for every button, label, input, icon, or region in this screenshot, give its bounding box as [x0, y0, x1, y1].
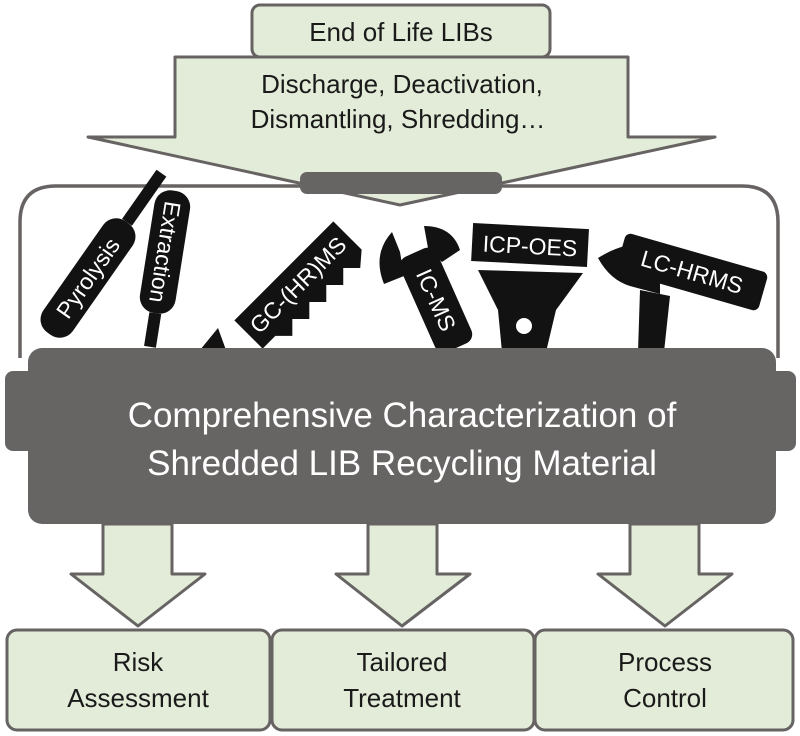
pre-processing-line-1: Discharge, Deactivation, [261, 69, 543, 99]
outcome-treatment-line-1: Tailored [356, 647, 447, 677]
lc-hrms-tool-icon: LC-HRMS [598, 233, 768, 352]
pyrolysis-label: Pyrolysis [51, 233, 125, 323]
arrow-risk-icon [69, 522, 207, 628]
pre-processing-line-2: Dismantling, Shredding… [251, 104, 546, 134]
arrow-process-icon [596, 522, 734, 628]
end-of-life-box: End of Life LIBs [250, 3, 552, 59]
outcome-risk-line-2: Assessment [67, 683, 209, 713]
icp-oes-tool-icon: ICP-OES [471, 222, 589, 352]
outcome-process-line-2: Control [623, 683, 707, 713]
end-of-life-label: End of Life LIBs [309, 17, 493, 47]
outcome-risk-line-1: Risk [113, 647, 165, 677]
toolbox [18, 172, 780, 358]
band-line-2: Shredded LIB Recycling Material [147, 444, 657, 483]
outcome-tailored-treatment: Tailored Treatment [270, 628, 536, 732]
pre-processing-arrow: Discharge, Deactivation, Dismantling, Sh… [86, 55, 717, 207]
characterization-band: Comprehensive Characterization of Shredd… [5, 348, 796, 524]
outcome-treatment-line-2: Treatment [343, 683, 461, 713]
outcome-arrows [69, 522, 734, 628]
outcome-process-control: Process Control [533, 628, 795, 732]
band-line-1: Comprehensive Characterization of [128, 396, 677, 435]
scraper-hole-icon [516, 318, 532, 334]
toolbox-handle [300, 172, 502, 194]
outcome-process-line-1: Process [618, 647, 712, 677]
saw-tip-icon [200, 328, 226, 350]
outcome-risk-assessment: Risk Assessment [5, 628, 272, 732]
icp-oes-label: ICP-OES [482, 231, 578, 262]
gc-ms-tool-icon: GC-(HR)MS [234, 221, 362, 349]
arrow-treatment-icon [334, 522, 472, 628]
ic-ms-tool-icon: IC-MS [379, 226, 473, 353]
